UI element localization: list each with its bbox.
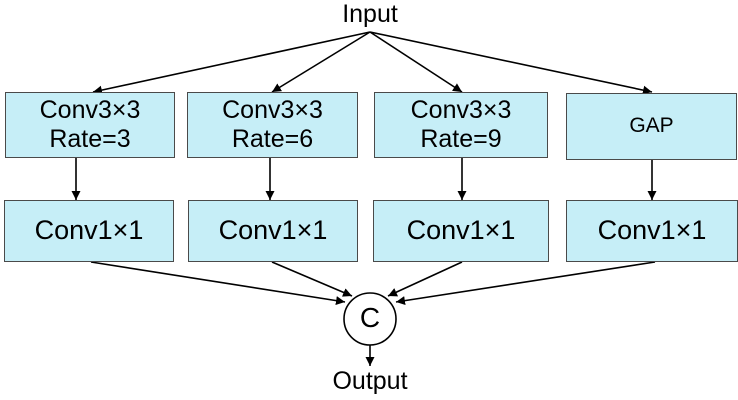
edge-branch-4-to-concat [395, 261, 656, 306]
branch-3-top-line2: Rate=9 [420, 125, 502, 153]
edge-input-to-branch-3 [369, 31, 463, 93]
branch-2-bottom-label: Conv1×1 [218, 215, 328, 246]
concat-label: C [359, 302, 381, 333]
edge-branch-1-to-concat [90, 261, 346, 306]
branch-3-bottom-label: Conv1×1 [406, 215, 516, 246]
edge-input-to-branch-1 [92, 31, 371, 95]
branch-2-conv3x3-box: Conv3×3 Rate=6 [187, 92, 358, 158]
branch-1-top-line1: Conv3×3 [39, 96, 141, 125]
output-label: Output [332, 367, 408, 395]
branch-1-bottom-label: Conv1×1 [34, 215, 144, 246]
input-label: Input [342, 0, 398, 28]
branch-4-gap-box: GAP [566, 93, 737, 160]
branch-1-top-line2: Rate=3 [49, 125, 131, 153]
branch-3-conv1x1-box: Conv1×1 [373, 200, 549, 262]
edge-branch-3-to-concat [387, 261, 463, 297]
branch-2-conv1x1-box: Conv1×1 [188, 200, 358, 262]
branch-4-bottom-label: Conv1×1 [597, 215, 707, 246]
edge-branch-2-to-concat [271, 261, 353, 297]
branch-4-top-line1: GAP [629, 114, 674, 138]
branch-1-conv3x3-box: Conv3×3 Rate=3 [5, 92, 175, 158]
branch-2-top-line2: Rate=6 [231, 125, 314, 153]
branch-3-conv3x3-box: Conv3×3 Rate=9 [374, 92, 548, 158]
edge-input-to-branch-2 [271, 31, 371, 93]
branch-2-top-line1: Conv3×3 [222, 96, 323, 125]
branch-4-conv1x1-box: Conv1×1 [566, 200, 738, 262]
edge-input-to-branch-4 [369, 31, 653, 95]
branch-1-conv1x1-box: Conv1×1 [4, 200, 174, 262]
branch-3-top-line1: Conv3×3 [410, 96, 512, 125]
